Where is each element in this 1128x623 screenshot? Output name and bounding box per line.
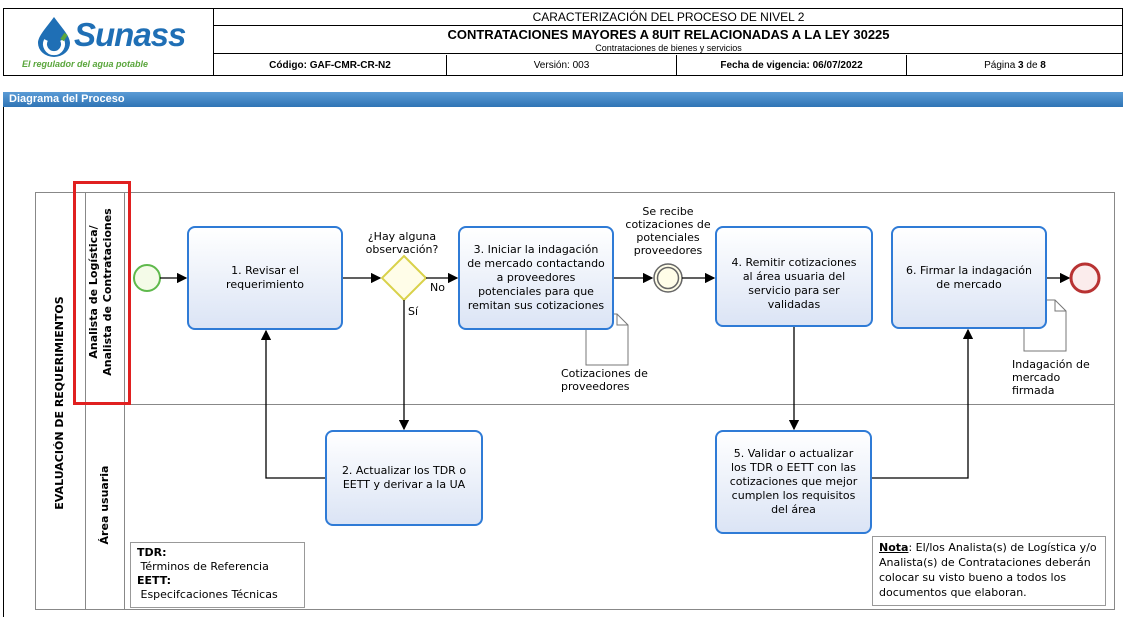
water-drop-icon [38,17,70,57]
document-1-label: Cotizaciones de proveedores [561,367,648,393]
intermediate-event-label: Se recibe cotizaciones de potenciales pr… [625,205,711,257]
header-code: Código: GAF-CMR-CR-N2 [214,55,447,76]
lane-highlight-box [73,181,131,405]
header-validity: Fecha de vigencia: 06/07/2022 [677,55,907,76]
page-prefix: Página [984,60,1019,71]
task-4-remitir[interactable]: 4. Remitir cotizaciones al área usuaria … [715,226,873,327]
task-3-indagacion[interactable]: 3. Iniciar la indagación de mercado cont… [458,226,614,330]
document-2-label: Indagación de mercado firmada [1012,358,1090,397]
legend-eett-text: Especifcaciones Técnicas [137,588,278,601]
legend-tdr-abbr: TDR: [137,546,167,559]
section-title: Diagrama del Proceso [3,92,1123,107]
pool-frame [35,192,1115,610]
logo-name: Sunass [74,16,186,53]
note-text: : El/los Analista(s) de Logística y/o An… [879,541,1097,599]
header-title-line1: CARACTERIZACIÓN DEL PROCESO DE NIVEL 2 [214,8,1123,26]
legend-tdr: TDR: Términos de Referencia [137,546,298,574]
section-frame [3,107,4,617]
page-total: 8 [1040,60,1046,71]
gateway-question: ¿Hay alguna observación? [365,230,439,256]
task-6-firmar[interactable]: 6. Firmar la indagación de mercado [891,226,1047,329]
flow-t5-t6 [872,328,974,479]
gateway-yes-label: Sí [408,305,419,318]
page-mid: de [1023,60,1041,71]
sunass-logo: Sunass El regulador del agua potable [10,10,210,74]
gateway-no-label: No [430,281,445,294]
header-title-line2: CONTRATACIONES MAYORES A 8UIT RELACIONAD… [447,27,890,42]
logo-tagline: El regulador del agua potable [22,59,149,69]
header-logo-cell [3,8,214,76]
note-label: Nota [879,541,909,554]
flow-t2-t1 [260,329,325,479]
task-1-revisar[interactable]: 1. Revisar el requerimiento [187,226,343,330]
legend-box: TDR: Términos de Referencia EETT: Especi… [130,542,305,608]
lane-header-divider [124,192,125,610]
task-2-actualizar[interactable]: 2. Actualizar los TDR o EETT y derivar a… [325,430,483,526]
note-box: Nota: El/los Analista(s) de Logística y/… [872,536,1106,606]
legend-tdr-text: Términos de Referencia [137,560,269,573]
header-version: Versión: 003 [447,55,677,76]
pool-header-divider [85,192,86,610]
header-page: Página 3 de 8 [907,55,1123,76]
page-current: 3 [1018,60,1024,71]
end-event [1069,262,1101,294]
decision-gateway [380,254,428,302]
legend-eett-abbr: EETT: [137,574,172,587]
header-table [3,8,1123,76]
task-5-validar[interactable]: 5. Validar o actualizar los TDR o EETT c… [715,430,872,534]
start-event [133,264,161,292]
legend-eett: EETT: Especifcaciones Técnicas [137,574,298,602]
lane-divider [85,404,1115,405]
header-subtitle: Contrataciones de bienes y servicios [214,42,1123,54]
